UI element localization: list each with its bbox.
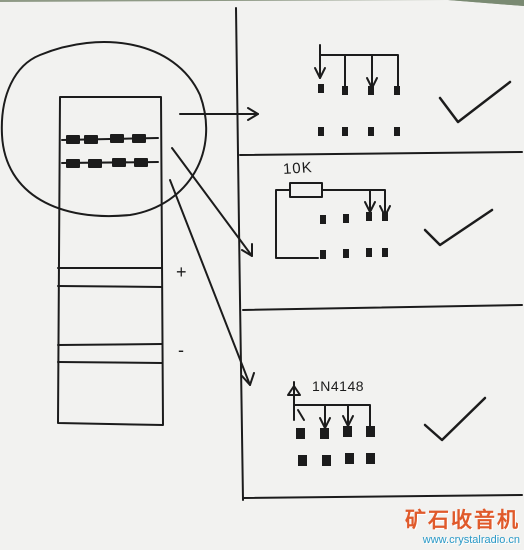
panel-holes [296,84,400,466]
panel-separator-2 [242,304,523,311]
panel-separator-3 [242,494,523,499]
arrow-bottom [169,179,251,386]
panel-divider-left [235,7,244,501]
watermark: 矿石收音机 www.crystalradio.cn [405,504,520,546]
resistor-label: 10K [282,158,314,179]
panel1-wires [319,44,399,93]
strip-holes [66,134,148,168]
check-mark-2 [423,208,494,247]
check-mark-1 [438,80,512,124]
plus-label: + [176,262,187,282]
arrow-middle [171,147,253,257]
minus-label: - [178,340,184,360]
diode-label: 1N4148 [312,378,365,394]
watermark-name: 矿石收音机 [405,508,520,532]
watermark-url: www.crystalradio.cn [422,534,520,546]
diode-symbol [287,381,301,421]
panel2-wires [275,189,319,259]
breadboard-strip [57,96,164,426]
check-mark-3 [423,396,487,442]
panel-separator-1 [239,151,523,156]
highlight-circle [0,41,208,217]
